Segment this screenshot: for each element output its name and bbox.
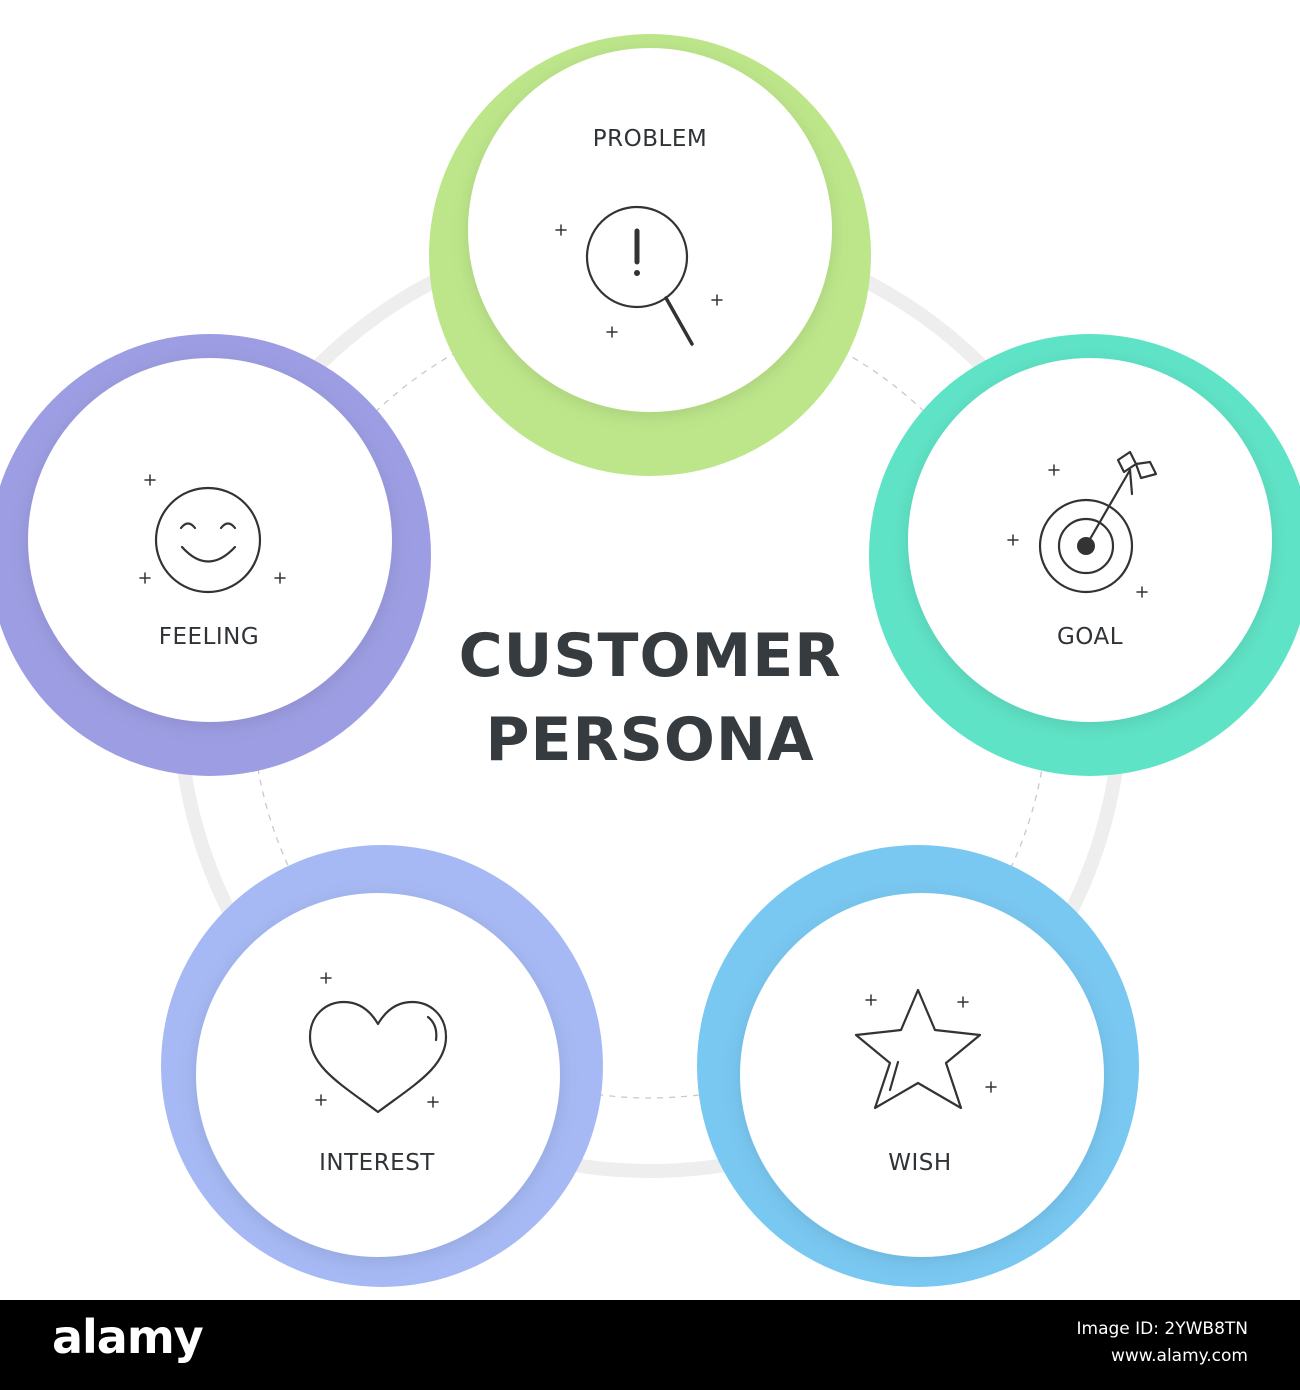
- alamy-logo: alamy: [52, 1310, 204, 1364]
- goal-label: GOAL: [1056, 624, 1124, 650]
- target-arrow-icon: [1038, 450, 1158, 594]
- diagram-graphics: [0, 34, 1300, 1287]
- feeling-disc[interactable]: [28, 358, 392, 722]
- stock-footer-bar: alamy Image ID: 2YWB8TN www.alamy.com: [0, 1300, 1300, 1390]
- interest-disc[interactable]: [196, 893, 560, 1257]
- interest-label: INTEREST: [319, 1150, 435, 1176]
- sparkles-decoration: [139, 224, 1148, 1108]
- image-meta: Image ID: 2YWB8TN www.alamy.com: [1077, 1316, 1248, 1370]
- wish-label: WISH: [888, 1150, 952, 1176]
- title-line-2: PERSONA: [485, 705, 815, 775]
- problem-label: PROBLEM: [592, 126, 708, 152]
- image-id-text: Image ID: 2YWB8TN: [1076, 1319, 1248, 1339]
- star-icon: [854, 988, 982, 1110]
- site-url-text: www.alamy.com: [1110, 1346, 1248, 1366]
- magnifier-exclamation-icon: [585, 205, 694, 346]
- problem-disc[interactable]: [468, 48, 832, 412]
- customer-persona-diagram: PROBLEM GOAL WISH INTEREST FEELING CUSTO…: [0, 34, 1300, 1287]
- feeling-label: FEELING: [158, 624, 260, 650]
- smiley-face-icon: [154, 486, 262, 594]
- wish-disc[interactable]: [740, 893, 1104, 1257]
- heart-icon: [308, 1000, 448, 1114]
- title-line-1: CUSTOMER: [458, 621, 842, 691]
